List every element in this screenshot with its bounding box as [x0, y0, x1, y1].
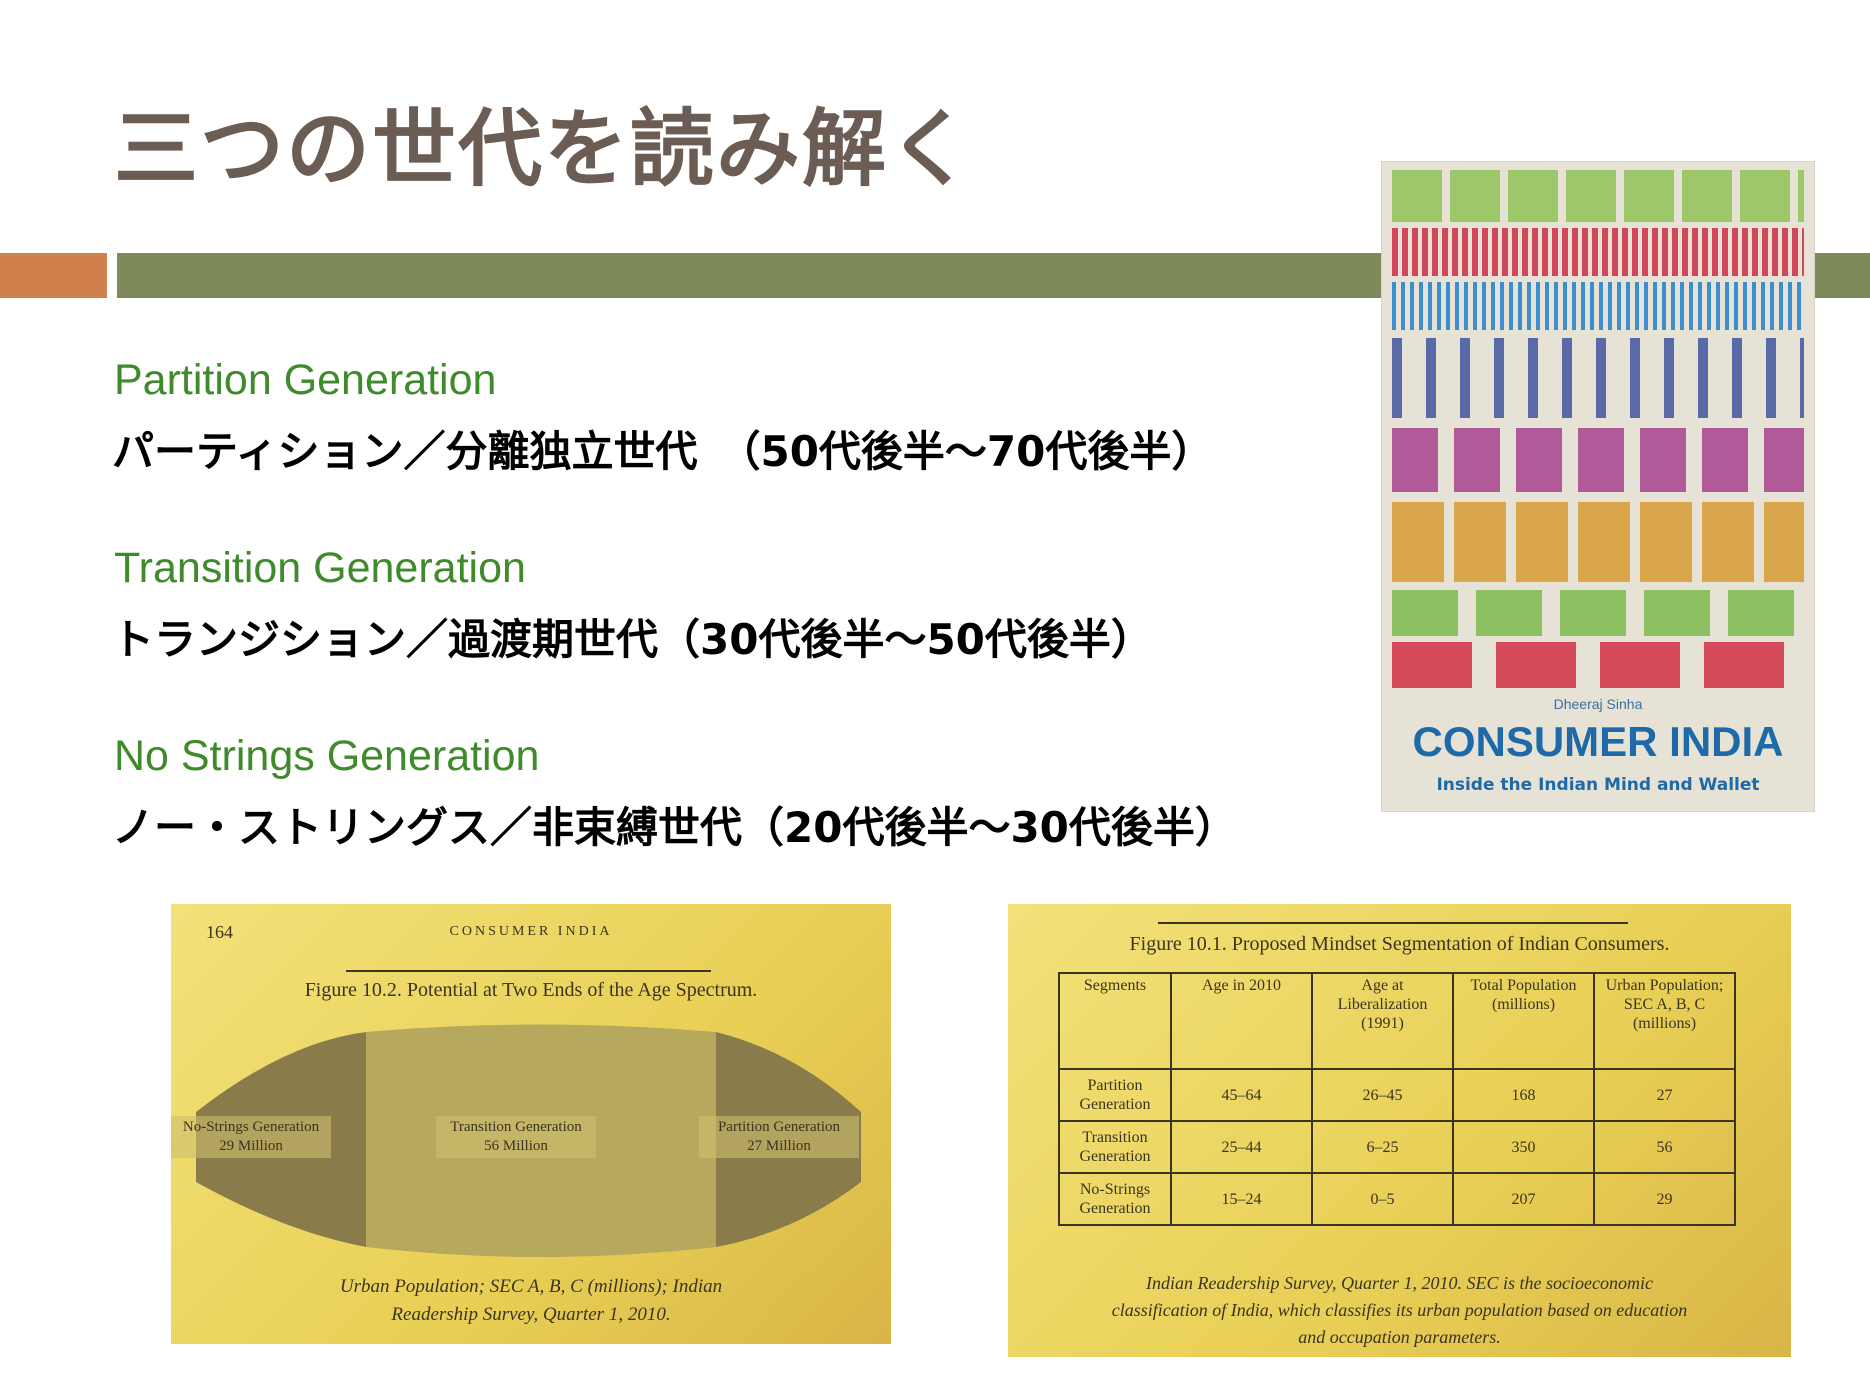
table-cell: 29	[1593, 1172, 1736, 1226]
table-cell: 27	[1593, 1068, 1736, 1122]
column-header: Age in 2010	[1170, 972, 1313, 1070]
figure-caption: Figure 10.1. Proposed Mindset Segmentati…	[1129, 933, 1670, 955]
column-header: Total Population (millions)	[1452, 972, 1595, 1070]
table-cell: Transition Generation	[1058, 1120, 1172, 1174]
table-cell: 207	[1452, 1172, 1595, 1226]
table-cell: 6–25	[1311, 1120, 1454, 1174]
table-cell: 15–24	[1170, 1172, 1313, 1226]
glass-pattern	[1392, 428, 1804, 492]
table-cell: 25–44	[1170, 1120, 1313, 1174]
page-number: 164	[206, 922, 233, 942]
transition-label: Transition Generation 56 Million	[436, 1116, 596, 1158]
table-cell: Partition Generation	[1058, 1068, 1172, 1122]
people-pattern	[1392, 338, 1804, 418]
generation-en-transition: Transition Generation	[114, 544, 526, 592]
note-line: and occupation parameters.	[1298, 1327, 1501, 1347]
table-cell: 45–64	[1170, 1068, 1313, 1122]
source-line: Urban Population; SEC A, B, C (millions)…	[339, 1276, 723, 1297]
car-pattern	[1392, 590, 1804, 636]
table-cell: No-Strings Generation	[1058, 1172, 1172, 1226]
book-subtitle: Inside the Indian Mind and Wallet	[1436, 775, 1760, 795]
book-author: Dheeraj Sinha	[1553, 696, 1643, 712]
column-header: Age at Liberalization (1991)	[1311, 972, 1454, 1070]
scarf-pattern	[1392, 642, 1804, 688]
segment-value: 27 Million	[747, 1138, 811, 1154]
segment-name: Transition Generation	[450, 1119, 582, 1135]
figure-10-1-photo: Figure 10.1. Proposed Mindset Segmentati…	[1008, 904, 1791, 1357]
generation-jp-partition: パーティション／分離独立世代 （50代後半～70代後半）	[112, 427, 1214, 476]
partition-label: Partition Generation 27 Million	[699, 1116, 859, 1158]
segmentation-table: Segments Age in 2010 Age at Liberalizati…	[1058, 972, 1736, 1226]
slide-title: 三つの世代を読み解く	[114, 100, 975, 198]
table-header-row: Segments Age in 2010 Age at Liberalizati…	[1058, 972, 1736, 1070]
note-line: classification of India, which classifie…	[1111, 1300, 1688, 1320]
figure-10-2-photo: 164 CONSUMER INDIA Figure 10.2. Potentia…	[171, 904, 891, 1344]
generation-en-partition: Partition Generation	[114, 356, 497, 404]
segment-value: 56 Million	[484, 1138, 548, 1154]
table-cell: 168	[1452, 1068, 1595, 1122]
segment-name: Partition Generation	[717, 1119, 841, 1135]
column-header: Urban Population; SEC A, B, C (millions)	[1593, 972, 1736, 1070]
rule	[346, 970, 711, 972]
table-cell: 26–45	[1311, 1068, 1454, 1122]
wheat-pattern	[1392, 502, 1804, 582]
generation-en-nostrings: No Strings Generation	[114, 732, 540, 780]
figure-caption: Figure 10.2. Potential at Two Ends of th…	[304, 979, 758, 1001]
rule	[1158, 922, 1628, 924]
red-pattern	[1392, 228, 1804, 276]
segment-name: No-Strings Generation	[182, 1119, 320, 1135]
table-cell: 350	[1452, 1120, 1595, 1174]
book-cover-image: Dheeraj Sinha CONSUMER INDIA Inside the …	[1381, 161, 1815, 812]
table-cell: 0–5	[1311, 1172, 1454, 1226]
nostrings-label: No-Strings Generation 29 Million	[171, 1116, 331, 1158]
table-cell: 56	[1593, 1120, 1736, 1174]
accent-bar-orange	[0, 253, 107, 298]
cart-pattern	[1392, 170, 1804, 222]
note-line: Indian Readership Survey, Quarter 1, 201…	[1146, 1273, 1653, 1293]
column-header: Segments	[1058, 972, 1172, 1070]
source-line: Readership Survey, Quarter 1, 2010.	[391, 1304, 671, 1325]
book-title: CONSUMER INDIA	[1412, 718, 1784, 765]
blue-chart-pattern	[1392, 282, 1804, 330]
generation-jp-transition: トランジション／過渡期世代（30代後半～50代後半）	[112, 615, 1153, 664]
running-head: CONSUMER INDIA	[449, 924, 613, 939]
segment-value: 29 Million	[219, 1138, 283, 1154]
generation-jp-nostrings: ノー・ストリングス／非束縛世代（20代後半～30代後半）	[112, 803, 1237, 852]
